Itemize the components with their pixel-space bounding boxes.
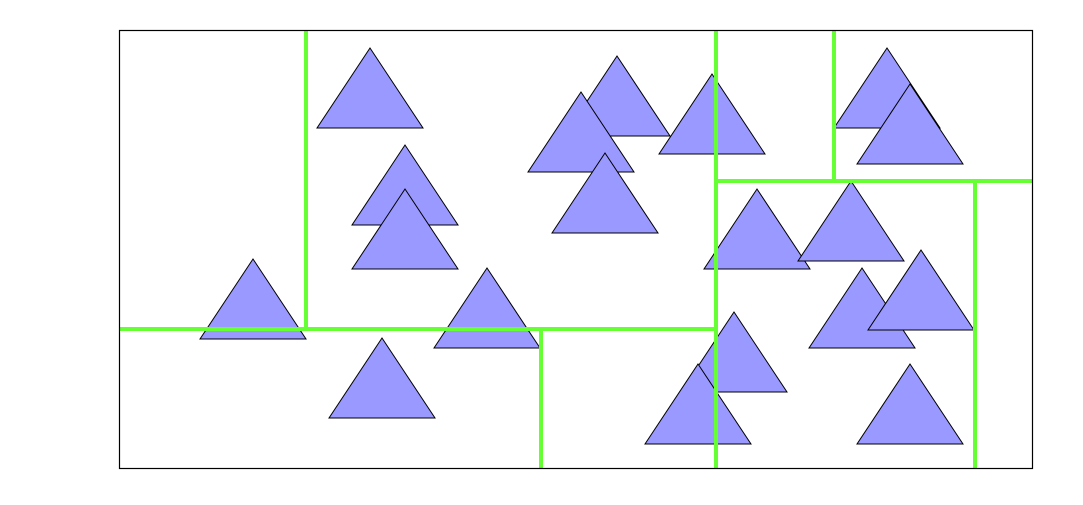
triangle-icon xyxy=(199,258,307,340)
triangle-icon xyxy=(328,337,436,419)
triangle-icon xyxy=(703,188,811,270)
triangle-icon xyxy=(351,188,459,270)
triangle-icon xyxy=(527,91,635,173)
triangle-icon xyxy=(644,363,752,445)
triangle-icon xyxy=(856,83,964,165)
split-line-group xyxy=(119,30,1033,469)
triangle-icon xyxy=(551,152,659,234)
triangle-group xyxy=(199,47,975,445)
triangle-icon xyxy=(680,311,788,393)
triangle-icon xyxy=(316,47,424,129)
triangle-icon xyxy=(867,249,975,331)
bounding-box-frame xyxy=(118,29,1034,470)
triangle-icon xyxy=(856,363,964,445)
triangle-icon xyxy=(797,180,905,262)
triangle-icon xyxy=(658,73,766,155)
